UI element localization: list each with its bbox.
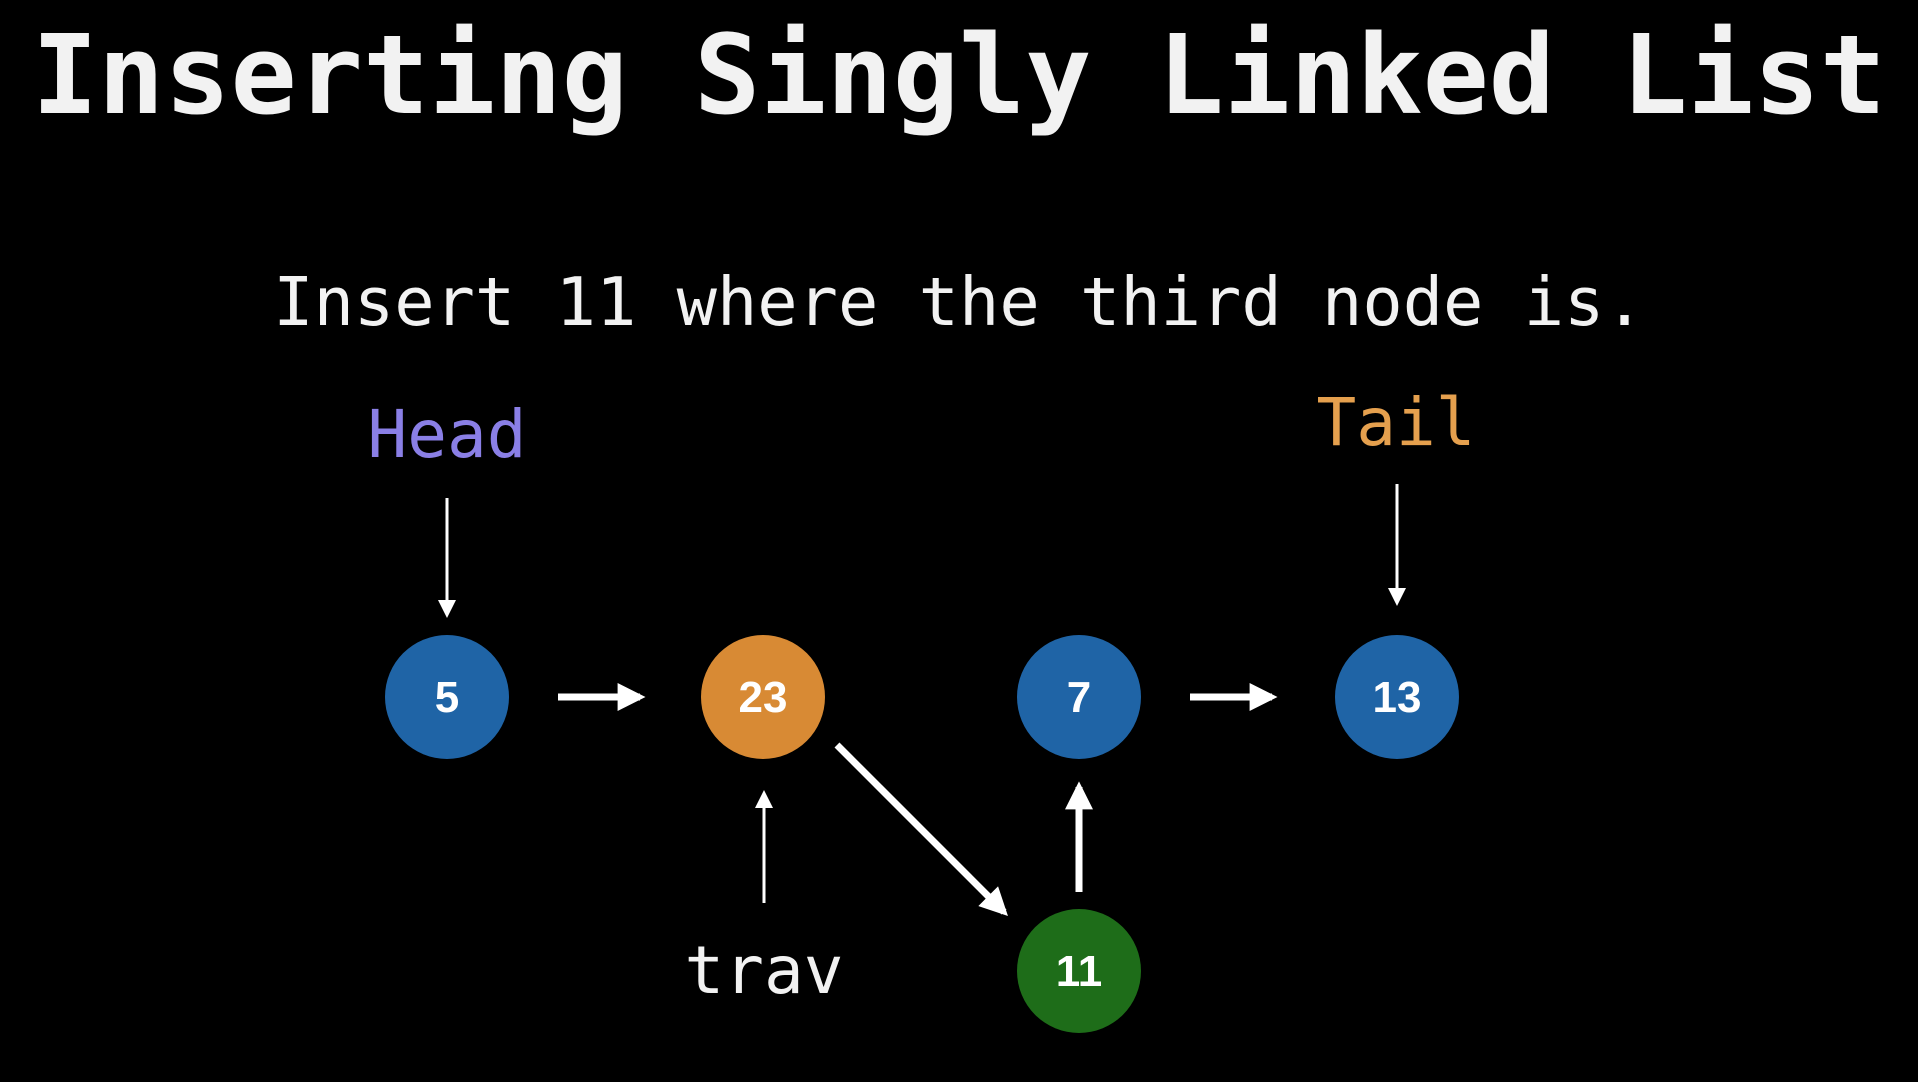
list-node-7: 7 (1017, 635, 1141, 759)
node-circle (385, 635, 509, 759)
list-node-23: 23 (701, 635, 825, 759)
node-value: 5 (435, 673, 459, 722)
node-circle (1017, 909, 1141, 1033)
node-circle (701, 635, 825, 759)
node-value: 11 (1056, 947, 1103, 996)
node-circle (1335, 635, 1459, 759)
tail-label: Tail (1317, 384, 1476, 461)
node-value: 23 (739, 673, 788, 722)
slide-title: Inserting Singly Linked List (31, 11, 1887, 139)
head-label: Head (368, 396, 527, 473)
node-value: 7 (1067, 673, 1091, 722)
node-circle (1017, 635, 1141, 759)
instruction-text: Insert 11 where the third node is. (273, 263, 1645, 341)
link-arrow-23-to-11 (834, 742, 1008, 916)
trav-label: trav (685, 932, 844, 1009)
list-node-5: 5 (385, 635, 509, 759)
list-node-13: 13 (1335, 635, 1459, 759)
list-node-11: 11 (1017, 909, 1141, 1033)
node-value: 13 (1373, 673, 1422, 722)
